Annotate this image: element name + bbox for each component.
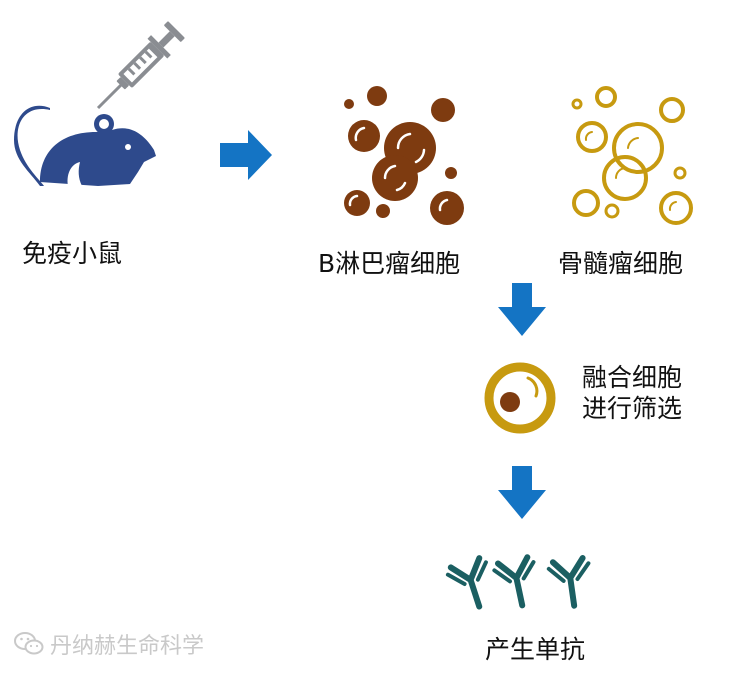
- b-lymphoma-cell-label: B淋巴瘤细胞: [318, 249, 461, 278]
- watermark: 丹纳赫生命科学: [14, 628, 204, 660]
- fused-cell-label: 融合细胞 进行筛选: [582, 362, 682, 424]
- fused-cell-label-line1: 融合细胞: [582, 363, 683, 392]
- antibody-icon: [445, 554, 591, 610]
- monoclonal-antibody-label: 产生单抗: [485, 635, 586, 664]
- arrow-right-icon: [220, 130, 272, 180]
- b-cell-highlights: [348, 126, 449, 212]
- syringe-icon: [96, 21, 185, 110]
- b-cell-cluster-icon: [344, 86, 464, 225]
- watermark-text: 丹纳赫生命科学: [50, 634, 205, 659]
- immunized-mouse-label: 免疫小鼠: [22, 239, 123, 268]
- myeloma-cell-highlights: [584, 131, 677, 211]
- arrow-down-icon: [498, 466, 546, 519]
- myeloma-cell-label: 骨髓瘤细胞: [558, 249, 684, 278]
- fused-cell-label-line2: 进行筛选: [582, 394, 683, 423]
- myeloma-cell-cluster-icon: [571, 86, 693, 225]
- arrow-down-icon: [498, 283, 546, 336]
- wechat-icon: [14, 632, 44, 655]
- mouse-icon: [14, 105, 156, 186]
- fused-cell-icon: [484, 362, 556, 434]
